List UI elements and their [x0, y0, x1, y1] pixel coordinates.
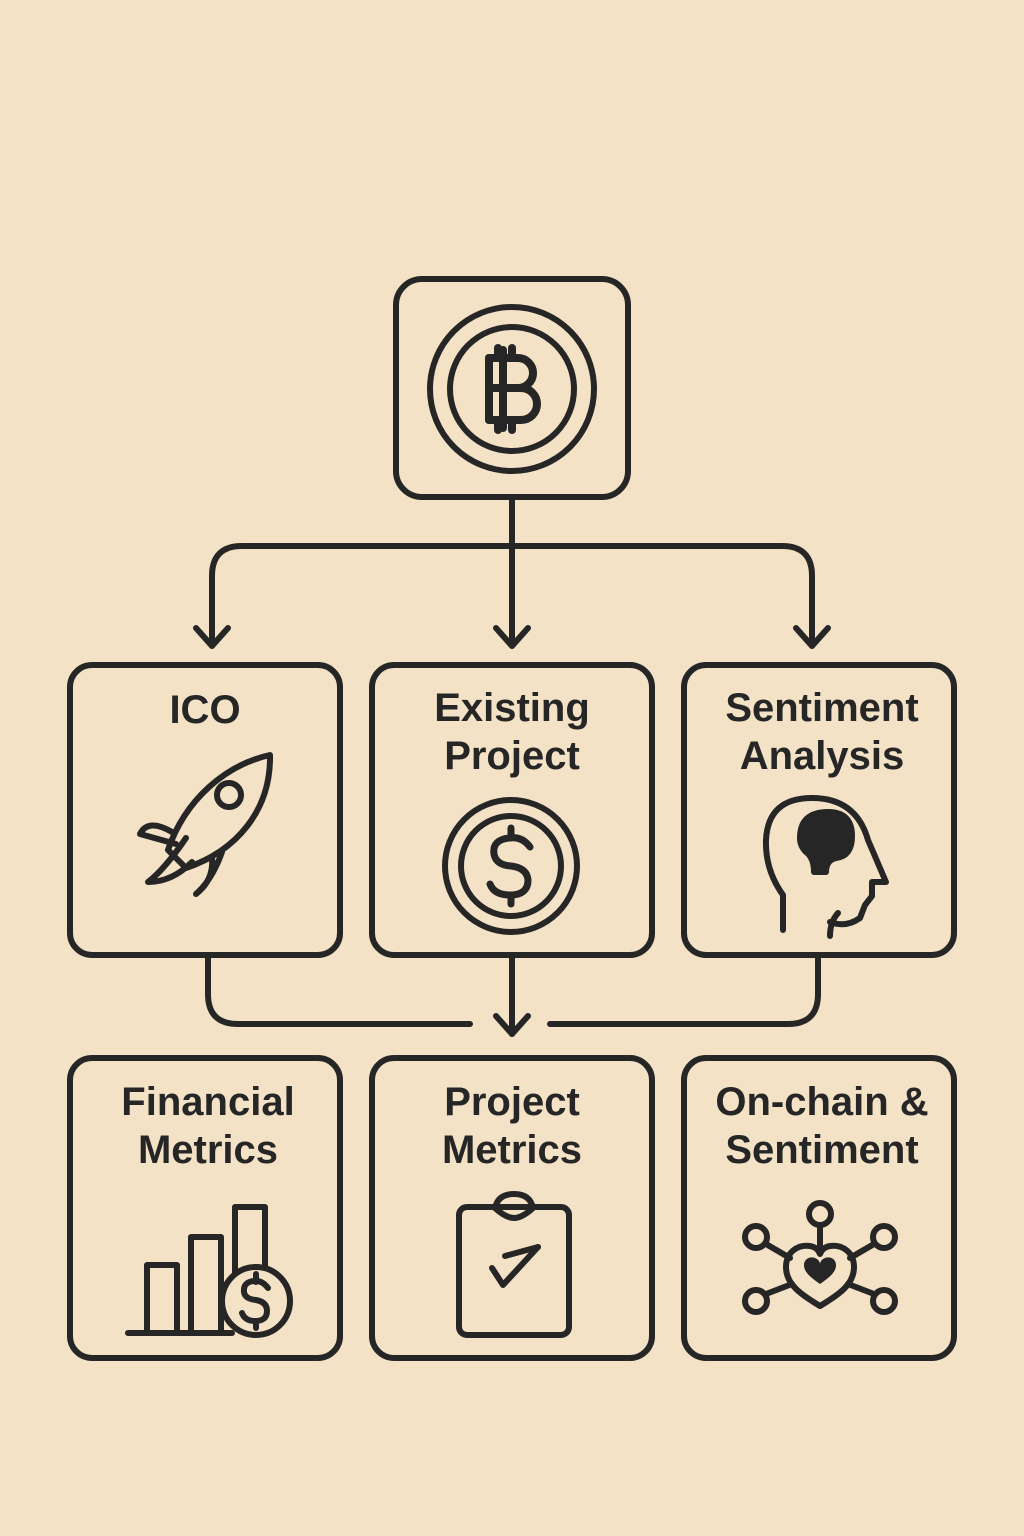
label-ico-line-1: ICO — [169, 688, 241, 732]
bar-chart-coin-icon — [125, 1204, 293, 1338]
label-sentiment-analysis: Sentiment Analysis — [684, 684, 960, 780]
label-existing-project-line-2: Project — [444, 734, 580, 778]
heart-network-icon — [742, 1200, 898, 1315]
label-financial-metrics-line-1: Financial — [121, 1080, 295, 1124]
top-connectors — [193, 494, 831, 649]
rocket-icon — [137, 752, 274, 897]
clipboard-check-icon — [456, 1191, 572, 1338]
label-sentiment-analysis-line-2: Analysis — [739, 734, 905, 778]
label-ico: ICO — [70, 686, 340, 734]
label-existing-project-line-1: Existing — [434, 686, 590, 730]
label-onchain-sentiment-line-1: On-chain & — [715, 1080, 929, 1124]
label-onchain-sentiment-line-2: Sentiment — [725, 1128, 919, 1172]
bottom-connectors — [205, 952, 821, 1037]
dollar-coin-icon — [442, 797, 580, 935]
metric-box-financial[interactable] — [67, 1055, 343, 1361]
label-project-metrics: Project Metrics — [372, 1078, 652, 1174]
label-project-metrics-line-2: Metrics — [441, 1128, 583, 1172]
label-existing-project: Existing Project — [372, 684, 652, 780]
label-sentiment-analysis-line-1: Sentiment — [725, 686, 919, 730]
label-financial-metrics: Financial Metrics — [70, 1078, 346, 1174]
metric-box-project[interactable] — [369, 1055, 655, 1361]
head-profile-icon — [762, 795, 889, 939]
metric-box-onchain-sentiment[interactable] — [681, 1055, 957, 1361]
label-financial-metrics-line-2: Metrics — [137, 1128, 279, 1172]
label-project-metrics-line-1: Project — [444, 1080, 580, 1124]
bitcoin-icon — [427, 304, 597, 474]
label-onchain-sentiment: On-chain & Sentiment — [684, 1078, 960, 1174]
